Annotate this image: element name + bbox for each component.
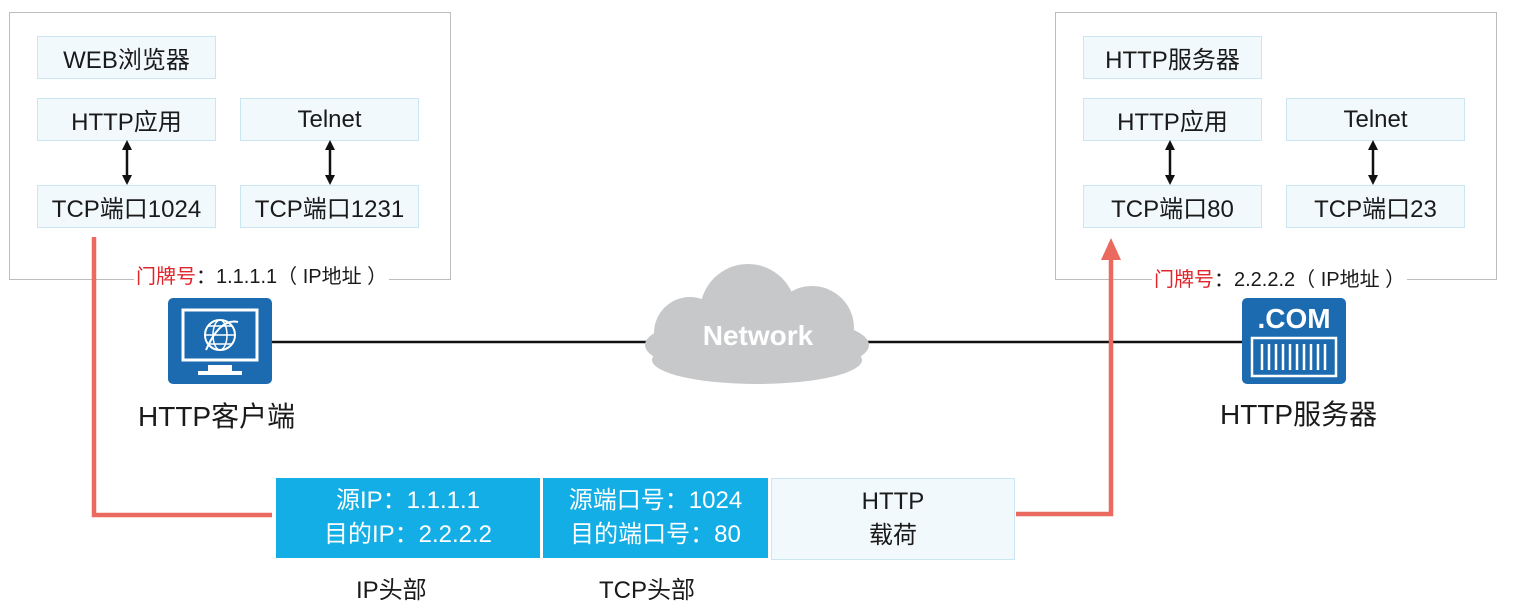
server-tcp-port-telnet: TCP端口23 — [1286, 185, 1465, 228]
client-device-label: HTTP客户端 — [138, 401, 296, 432]
server-http-app: HTTP应用 — [1083, 98, 1262, 141]
tcp-header-block: 源端口号：1024 目的端口号：80 — [543, 478, 768, 558]
server-device-label: HTTP服务器 — [1220, 399, 1378, 430]
payload-line1: HTTP — [861, 488, 925, 515]
packet-path-arrowhead — [1101, 238, 1121, 260]
tcp-header-src-port: 源端口号：1024 — [568, 487, 743, 514]
tcp-header-dst-port: 目的端口号：80 — [570, 521, 741, 548]
client-browser-label: WEB浏览器 — [37, 36, 216, 79]
server-address: 门牌号：2.2.2.2（ IP地址 ） — [1152, 263, 1408, 292]
monitor-globe-icon — [168, 298, 272, 384]
server-icon-text: .COM — [1257, 303, 1331, 334]
server-label: HTTP服务器 — [1083, 36, 1262, 79]
client-address-prefix: 门牌号 — [136, 266, 196, 288]
packet-path-in — [1016, 258, 1114, 517]
ip-header-caption: IP头部 — [356, 577, 427, 604]
http-payload-block: HTTP 载荷 — [771, 478, 1015, 560]
tcp-header-caption: TCP头部 — [599, 577, 695, 604]
packet-path-out — [91, 237, 272, 518]
network-label: Network — [702, 320, 814, 351]
ip-header-src: 源IP：1.1.1.1 — [335, 487, 481, 514]
client-http-app: HTTP应用 — [37, 98, 216, 141]
server-address-value: ：2.2.2.2（ IP地址 ） — [1214, 269, 1406, 291]
client-tcp-port-telnet: TCP端口1231 — [240, 185, 419, 228]
client-tcp-port-http: TCP端口1024 — [37, 185, 216, 228]
cloud-icon — [645, 264, 869, 384]
server-address-prefix: 门牌号 — [1154, 269, 1214, 291]
dotcom-server-icon — [1242, 298, 1346, 384]
client-address-value: ：1.1.1.1（ IP地址 ） — [196, 266, 388, 288]
ip-header-dst: 目的IP：2.2.2.2 — [323, 521, 493, 548]
payload-line2: 载荷 — [869, 522, 917, 549]
ip-header-block: 源IP：1.1.1.1 目的IP：2.2.2.2 — [276, 478, 540, 558]
client-address: 门牌号：1.1.1.1（ IP地址 ） — [134, 260, 390, 289]
server-tcp-port-http: TCP端口80 — [1083, 185, 1262, 228]
client-telnet: Telnet — [240, 98, 419, 141]
